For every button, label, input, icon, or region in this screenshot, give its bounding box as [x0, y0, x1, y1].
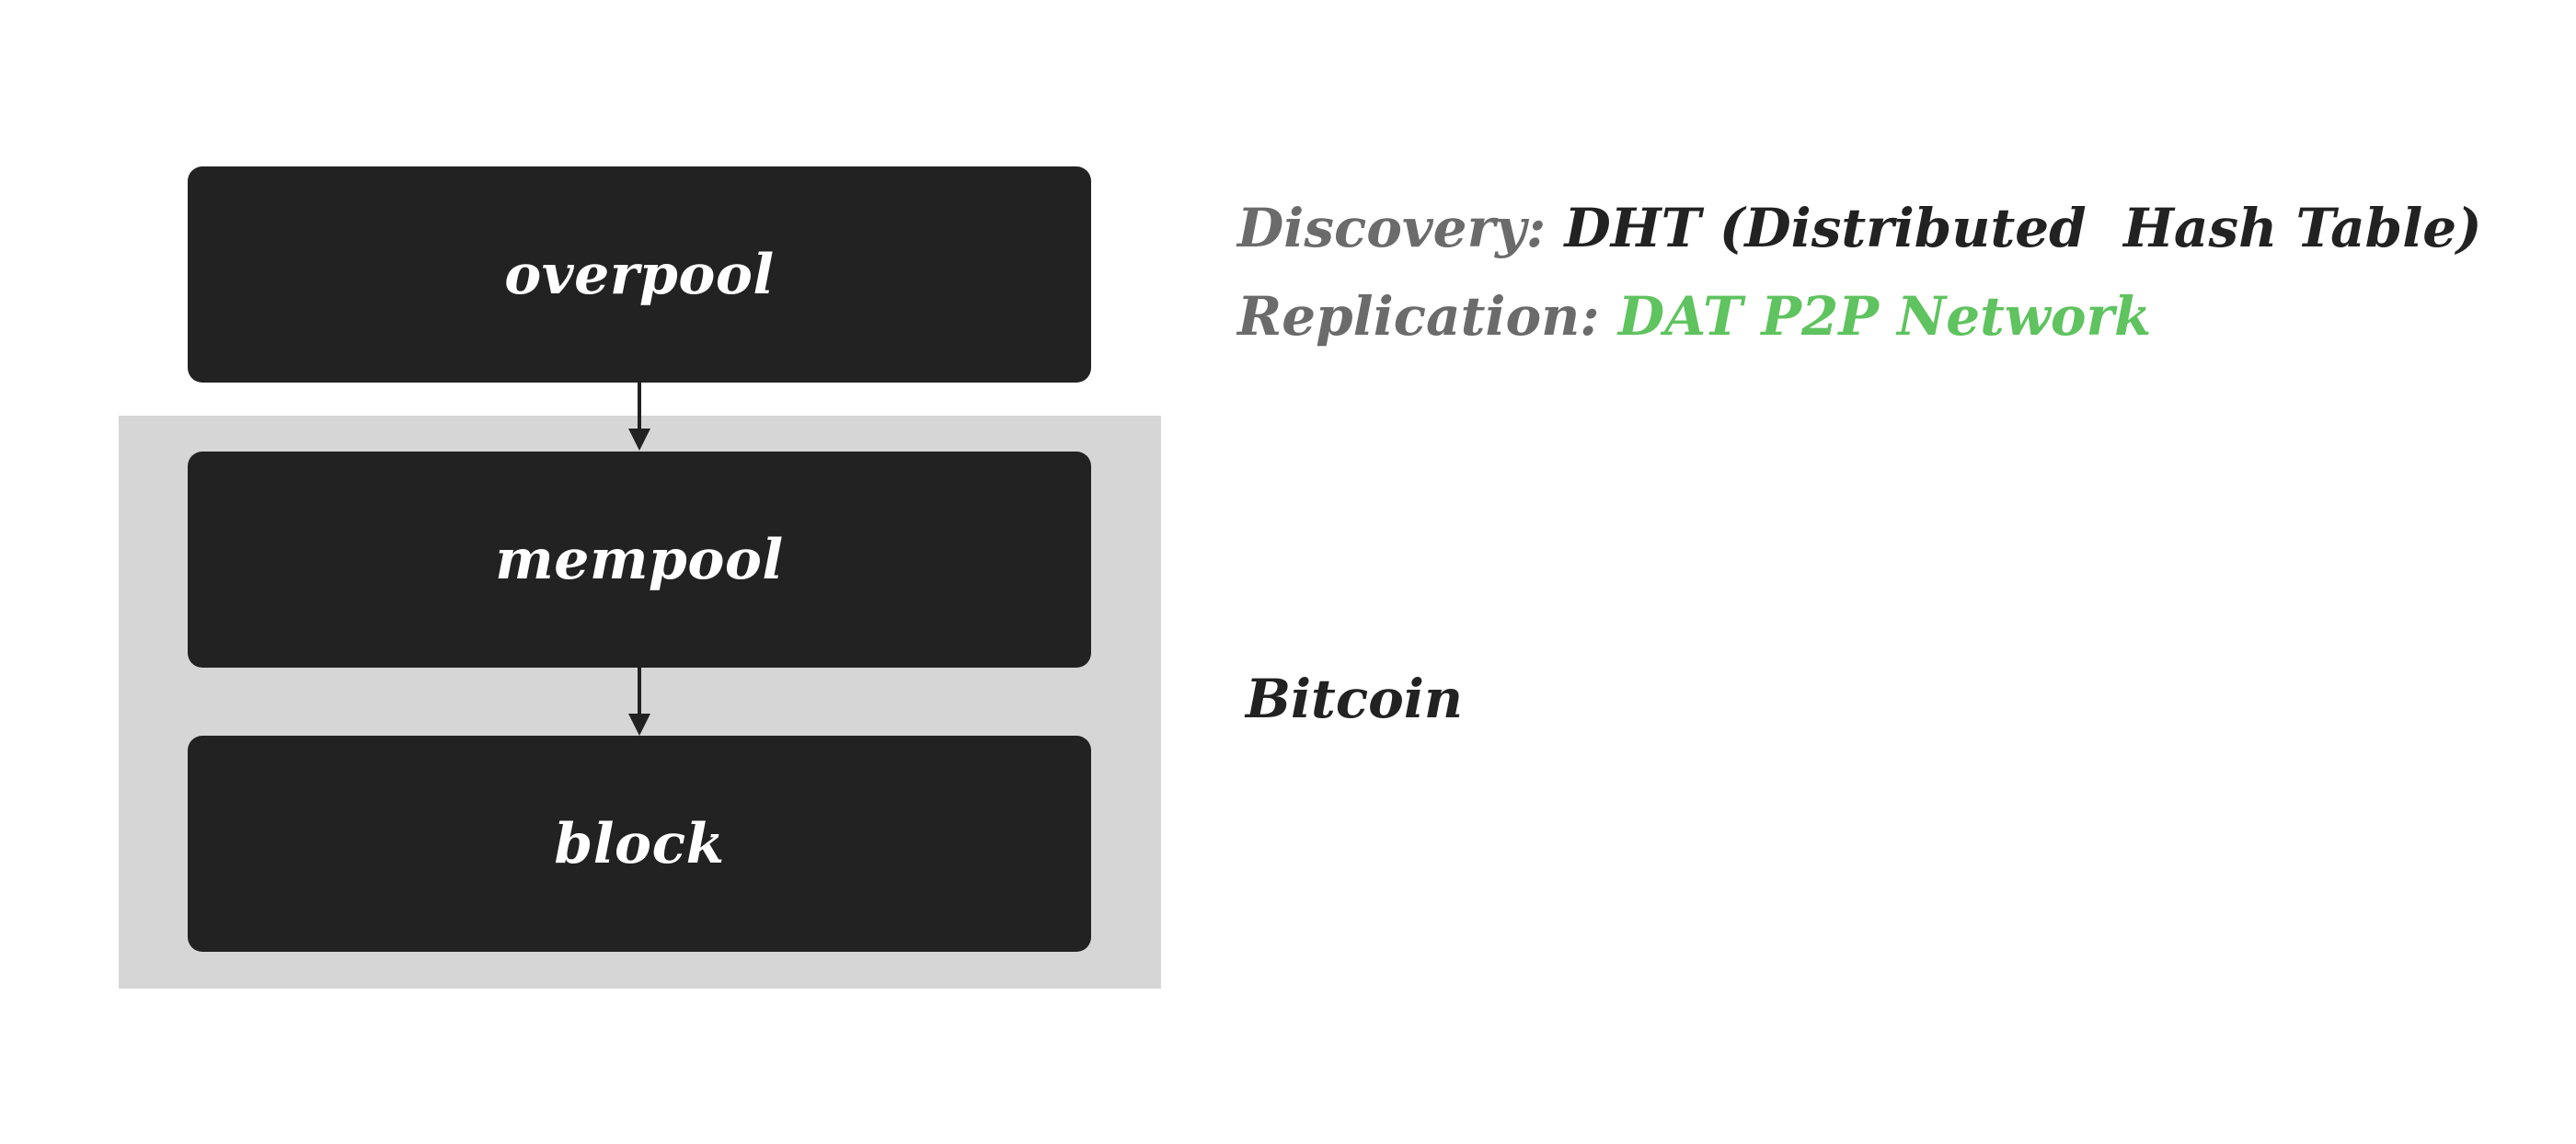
block-node: block — [188, 736, 1091, 952]
bitcoin-group-label: Bitcoin — [1246, 668, 1464, 730]
replication-value: DAT P2P Network — [1617, 285, 2152, 348]
mempool-node: mempool — [188, 452, 1091, 668]
block-node-label: block — [554, 811, 725, 876]
discovery-label: Discovery: — [1237, 197, 1547, 259]
overpool-node-label: overpool — [504, 242, 775, 307]
overpool-node: overpool — [188, 166, 1091, 383]
arrow-overpool-to-mempool — [628, 381, 650, 451]
discovery-line: Discovery: DHT (Distributed Hash Table) — [1237, 197, 2482, 259]
discovery-value: DHT (Distributed Hash Table) — [1564, 197, 2482, 259]
mempool-node-label: mempool — [495, 527, 784, 592]
replication-line: Replication: DAT P2P Network — [1237, 285, 2151, 348]
arrow-mempool-to-block — [628, 666, 650, 736]
replication-label: Replication: — [1237, 285, 1600, 348]
